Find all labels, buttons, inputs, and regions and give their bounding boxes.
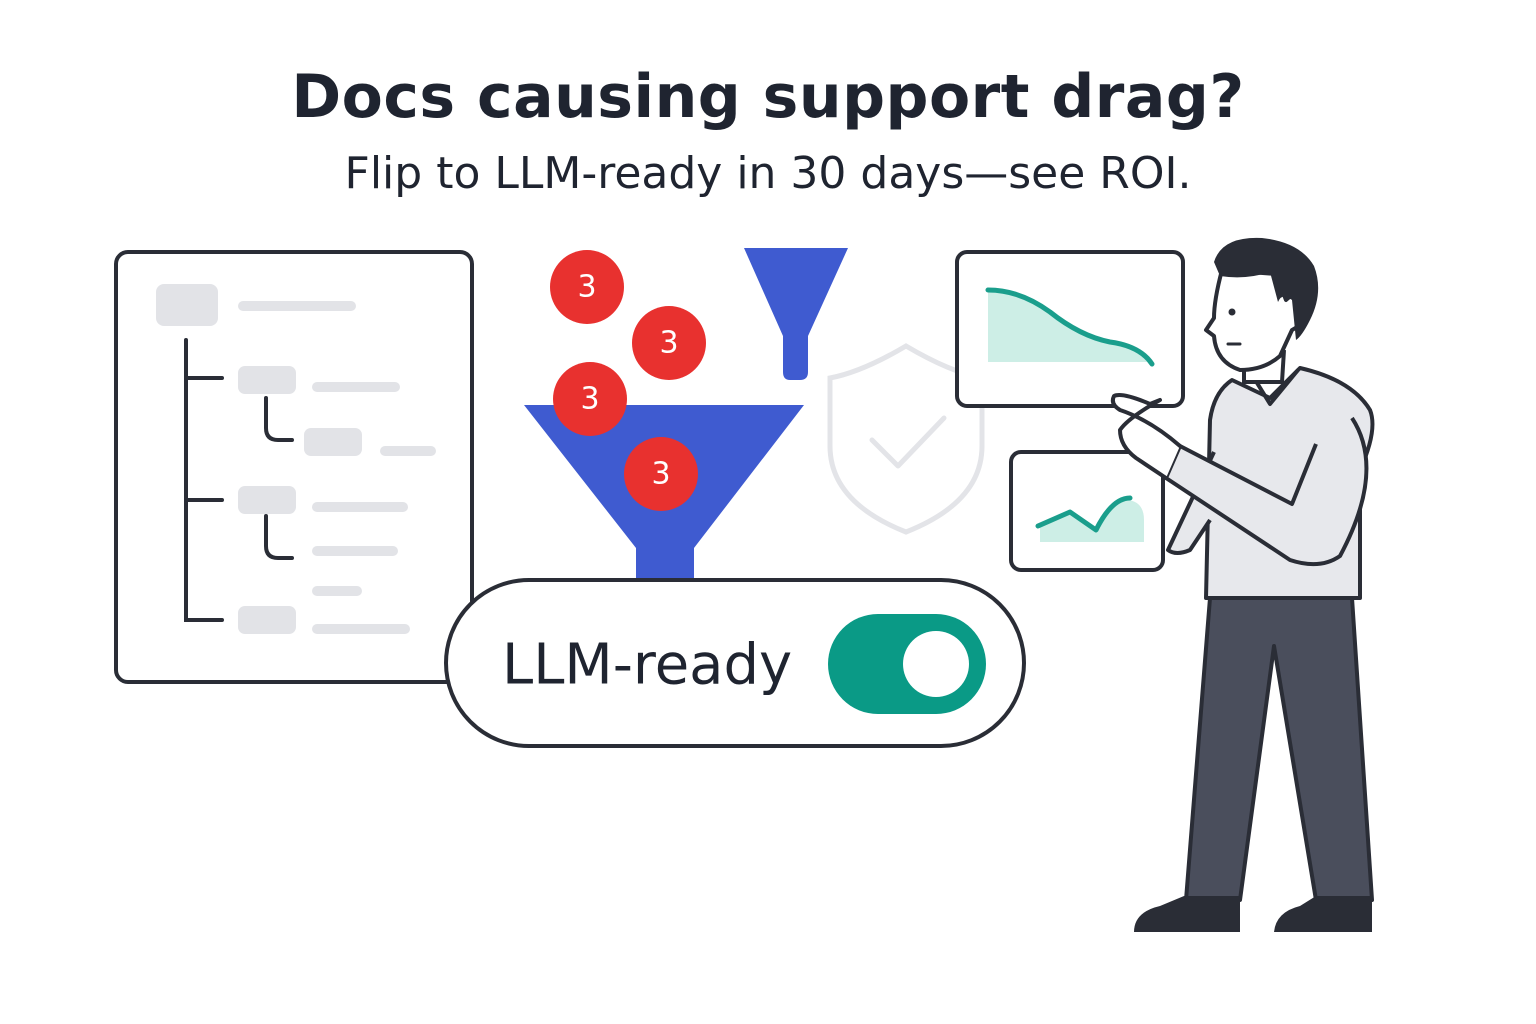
issue-badge: 3: [550, 250, 624, 324]
svg-text:3: 3: [659, 326, 678, 361]
issue-badge: 3: [632, 306, 706, 380]
svg-text:3: 3: [580, 382, 599, 417]
issue-badge: 3: [553, 362, 627, 436]
llm-ready-toggle-card[interactable]: LLM-ready: [444, 578, 1026, 748]
svg-text:3: 3: [577, 270, 596, 305]
issue-badge: 3: [624, 437, 698, 511]
svg-text:3: 3: [651, 457, 670, 492]
rising-area-chart-icon: [1009, 450, 1165, 572]
headline: Docs causing support drag?: [291, 62, 1245, 132]
declining-area-chart-icon: [955, 250, 1185, 408]
subheadline: Flip to LLM-ready in 30 days—see ROI.: [344, 148, 1192, 199]
toggle-label: LLM-ready: [502, 633, 792, 698]
document-tree-icon: [114, 250, 474, 684]
person-pointing-illustration: [1110, 237, 1375, 932]
small-funnel-icon: [744, 248, 848, 380]
llm-ready-toggle-switch[interactable]: [828, 614, 986, 714]
